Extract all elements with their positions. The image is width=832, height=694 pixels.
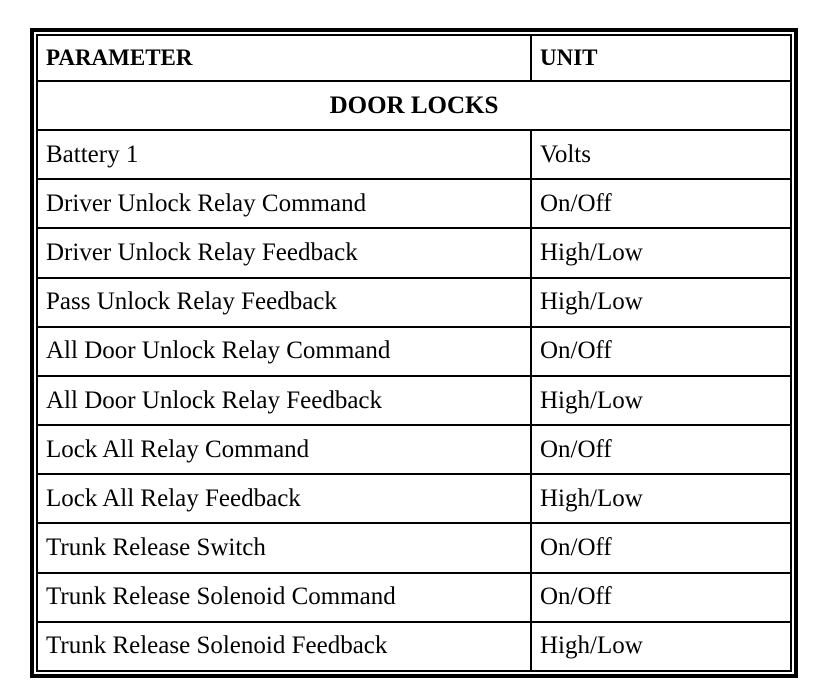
section-title: DOOR LOCKS: [36, 79, 792, 132]
parameter-cell: Lock All Relay Command: [36, 424, 532, 476]
section-row: DOOR LOCKS: [36, 79, 792, 132]
unit-cell: High/Low: [530, 227, 792, 279]
unit-cell: Volts: [530, 129, 792, 181]
parameter-cell: Trunk Release Solenoid Command: [36, 571, 532, 623]
unit-cell: On/Off: [530, 424, 792, 476]
unit-cell: On/Off: [530, 178, 792, 230]
parameter-cell: Battery 1: [36, 129, 532, 181]
unit-cell: On/Off: [530, 325, 792, 377]
unit-cell: High/Low: [530, 374, 792, 427]
parameter-cell: All Door Unlock Relay Command: [36, 325, 532, 377]
parameter-cell: Trunk Release Solenoid Feedback: [36, 620, 532, 673]
unit-cell: High/Low: [530, 620, 792, 673]
table-header-row: PARAMETER UNIT: [36, 34, 792, 82]
parameter-cell: Lock All Relay Feedback: [36, 473, 532, 525]
header-unit: UNIT: [530, 34, 792, 82]
parameter-cell: All Door Unlock Relay Feedback: [36, 374, 532, 427]
unit-cell: High/Low: [530, 473, 792, 525]
parameter-cell: Driver Unlock Relay Feedback: [36, 227, 532, 279]
header-parameter: PARAMETER: [36, 34, 532, 82]
parameter-cell: Driver Unlock Relay Command: [36, 178, 532, 230]
parameter-cell: Trunk Release Switch: [36, 522, 532, 574]
unit-cell: On/Off: [530, 571, 792, 623]
unit-cell: On/Off: [530, 522, 792, 574]
parameter-cell: Pass Unlock Relay Feedback: [36, 276, 532, 328]
unit-cell: High/Low: [530, 276, 792, 328]
